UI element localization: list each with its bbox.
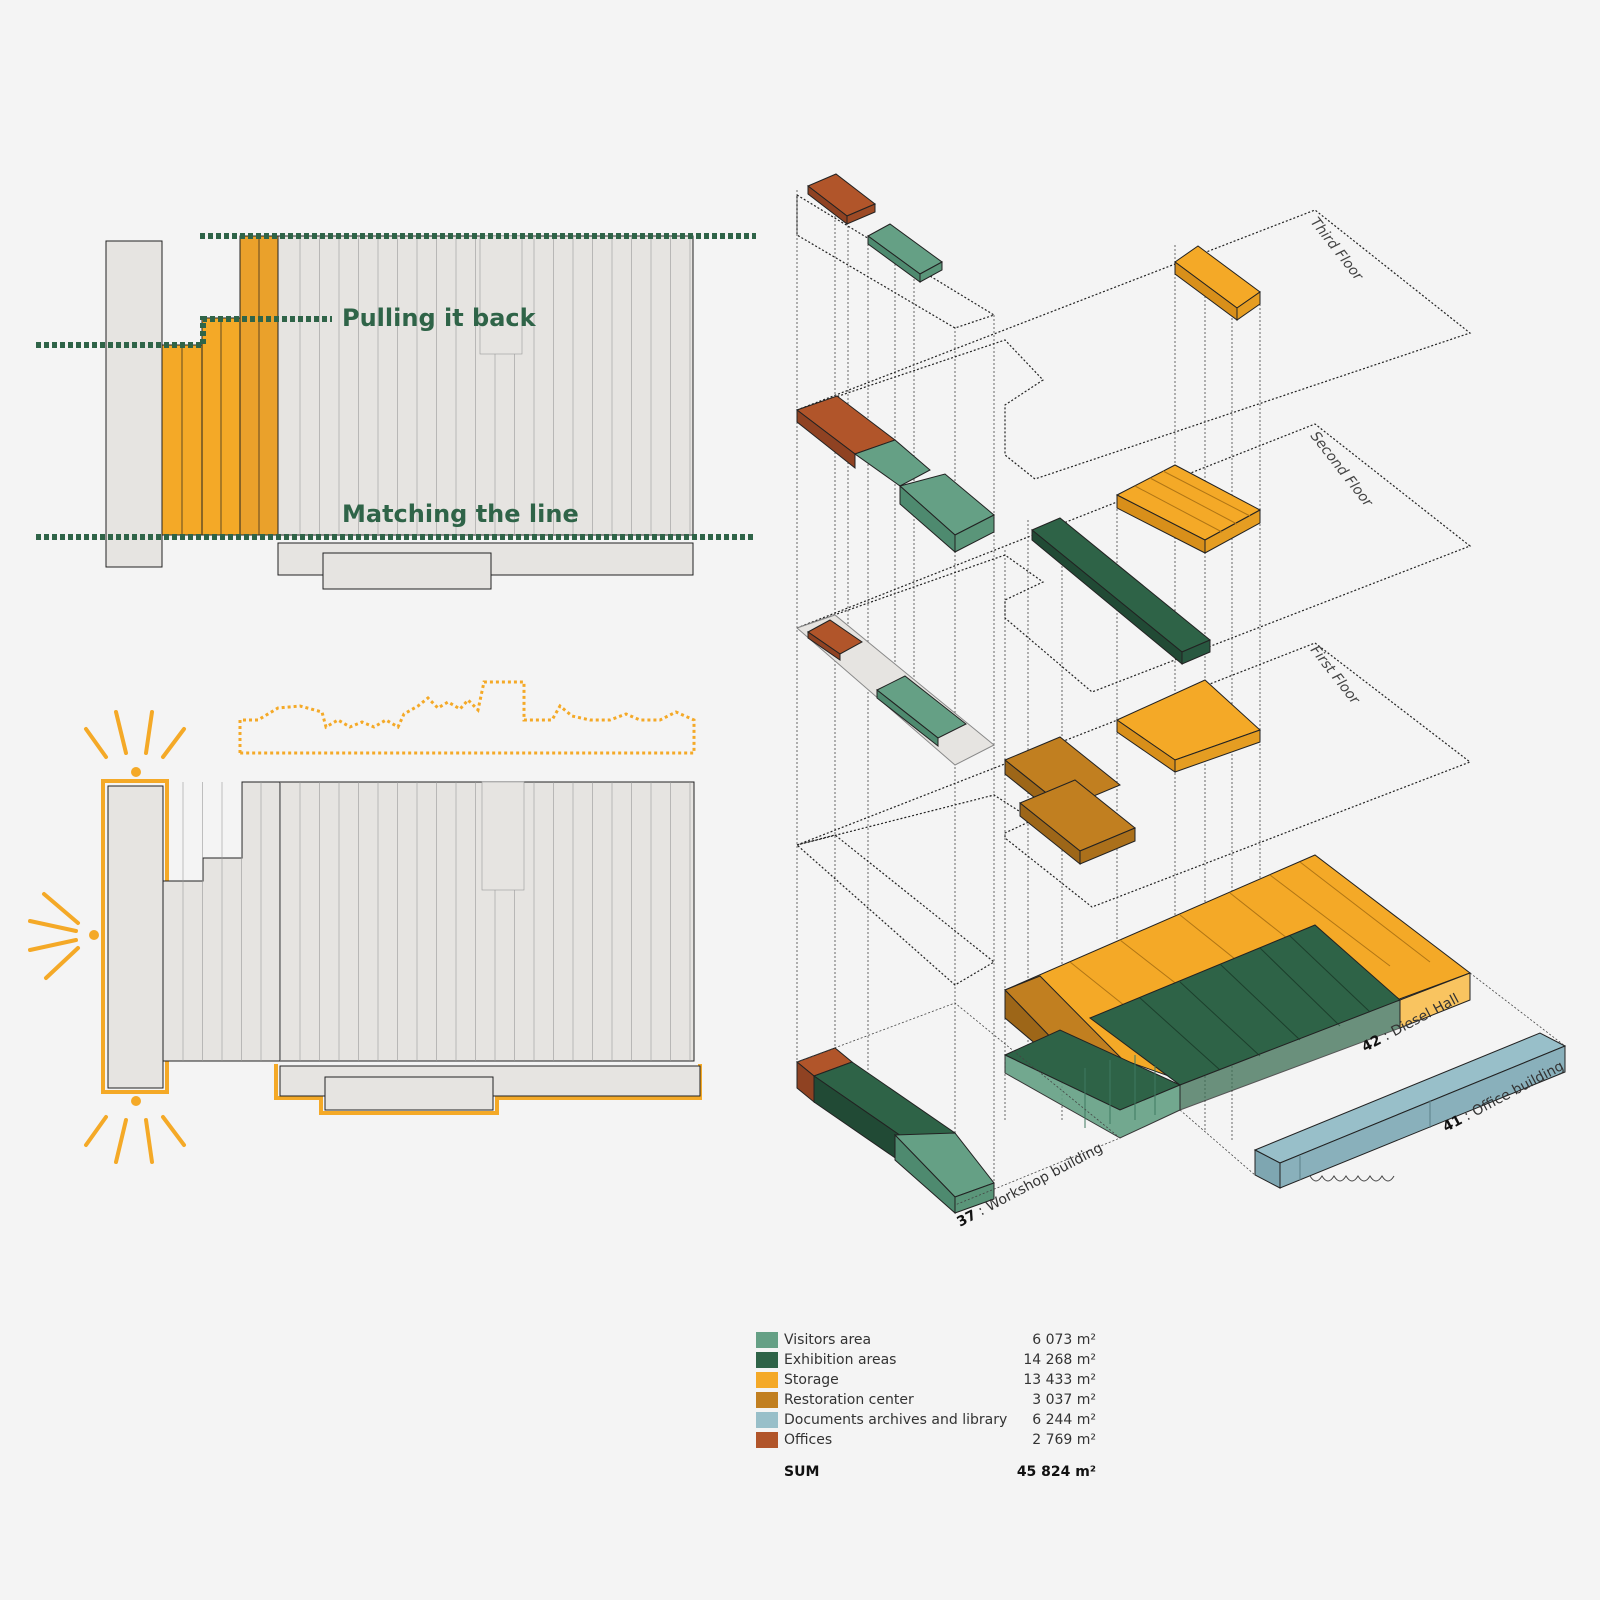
legend-item-exhibition: Exhibition areas 14 268 m² <box>756 1350 1096 1370</box>
sun-top <box>84 710 186 777</box>
visitors-block-2f-a <box>853 439 931 487</box>
legend-label: Exhibition areas <box>784 1352 897 1368</box>
legend-sum-area: 45 824 m² <box>1016 1464 1096 1480</box>
legend-swatch <box>756 1372 778 1388</box>
legend-item-restoration: Restoration center 3 037 m² <box>756 1390 1096 1410</box>
legend-sum-label: SUM <box>784 1464 820 1480</box>
tall-block <box>105 240 163 568</box>
second-floor-label: Second Floor <box>1307 429 1376 511</box>
legend-swatch <box>756 1352 778 1368</box>
legend-item-visitors: Visitors area 6 073 m² <box>756 1330 1096 1350</box>
plan-bottom <box>28 680 702 1164</box>
legend-area: 3 037 m² <box>1032 1392 1096 1408</box>
legend-label: Offices <box>784 1432 833 1448</box>
hall-stripes <box>299 236 691 535</box>
legend-item-documents: Documents archives and library 6 244 m² <box>756 1410 1096 1430</box>
third-floor-volumes <box>807 173 1261 321</box>
legend-area: 2 769 m² <box>1032 1432 1096 1448</box>
dash-line-pull <box>36 316 332 348</box>
ground-volumes <box>796 854 1567 1215</box>
pulling-back-label: Pulling it back <box>342 304 537 332</box>
legend-sum-row: SUM 45 824 m² <box>756 1462 1096 1482</box>
bottom-stripes <box>182 782 691 1061</box>
legend-item-storage: Storage 13 433 m² <box>756 1370 1096 1390</box>
legend-swatch <box>756 1412 778 1428</box>
first-floor-volumes <box>796 614 1261 866</box>
sun-bottom <box>84 1096 186 1164</box>
skyline-outline <box>238 680 696 755</box>
legend-area: 14 268 m² <box>1023 1352 1096 1368</box>
axonometric: Third Floor Second Floor First Floor <box>795 173 1567 1231</box>
legend-label: Restoration center <box>784 1392 914 1408</box>
area-legend: Visitors area 6 073 m² Exhibition areas … <box>756 1330 1096 1482</box>
legend-swatch <box>756 1332 778 1348</box>
bottom-tall-block <box>107 785 164 1089</box>
second-floor-volumes <box>795 395 1262 666</box>
legend-item-offices: Offices 2 769 m² <box>756 1430 1096 1450</box>
legend-swatch <box>756 1392 778 1408</box>
legend-label: Visitors area <box>784 1332 872 1348</box>
legend-label: Storage <box>784 1372 839 1388</box>
plan-top: Pulling it back Matching the line <box>36 233 756 590</box>
bottom-annex-outline <box>274 1064 702 1115</box>
exhibition-ridges <box>1139 935 1371 1071</box>
legend-swatch <box>756 1432 778 1448</box>
sun-left <box>28 892 99 980</box>
legend-area: 13 433 m² <box>1023 1372 1096 1388</box>
legend-label: Documents archives and library <box>784 1412 1008 1428</box>
first-floor-label: First Floor <box>1307 643 1363 709</box>
matching-line-label: Matching the line <box>342 500 579 528</box>
legend-area: 6 244 m² <box>1032 1412 1096 1428</box>
legend-area: 6 073 m² <box>1032 1332 1096 1348</box>
third-floor-label: Third Floor <box>1307 215 1367 285</box>
